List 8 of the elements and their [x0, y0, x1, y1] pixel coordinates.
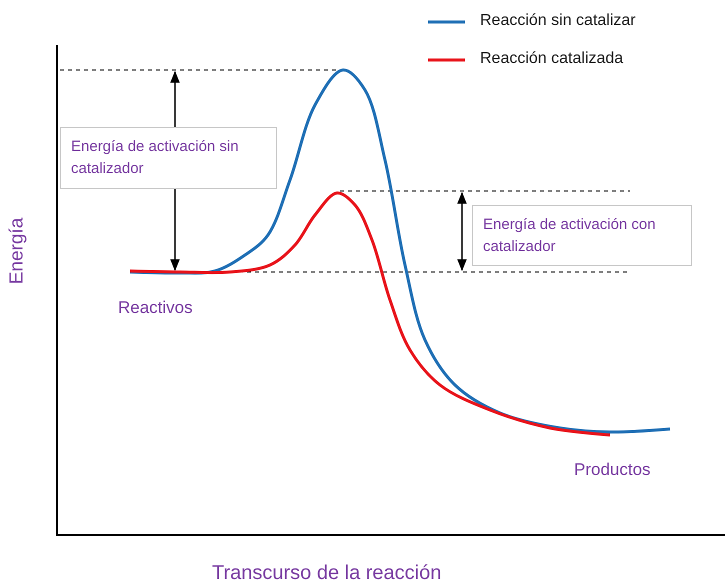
axis-title: Energía [6, 218, 28, 284]
state-label: Reactivos [118, 298, 193, 318]
annotation-box: Energía de activación sin catalizador [60, 127, 277, 189]
legend-label: Reacción catalizada [480, 50, 624, 68]
legend-label: Reacción sin catalizar [480, 12, 636, 30]
axis-title: Transcurso de la reacción [212, 562, 442, 585]
annotation-box: Energía de activación con catalizador [472, 205, 692, 266]
state-label: Productos [574, 460, 651, 480]
